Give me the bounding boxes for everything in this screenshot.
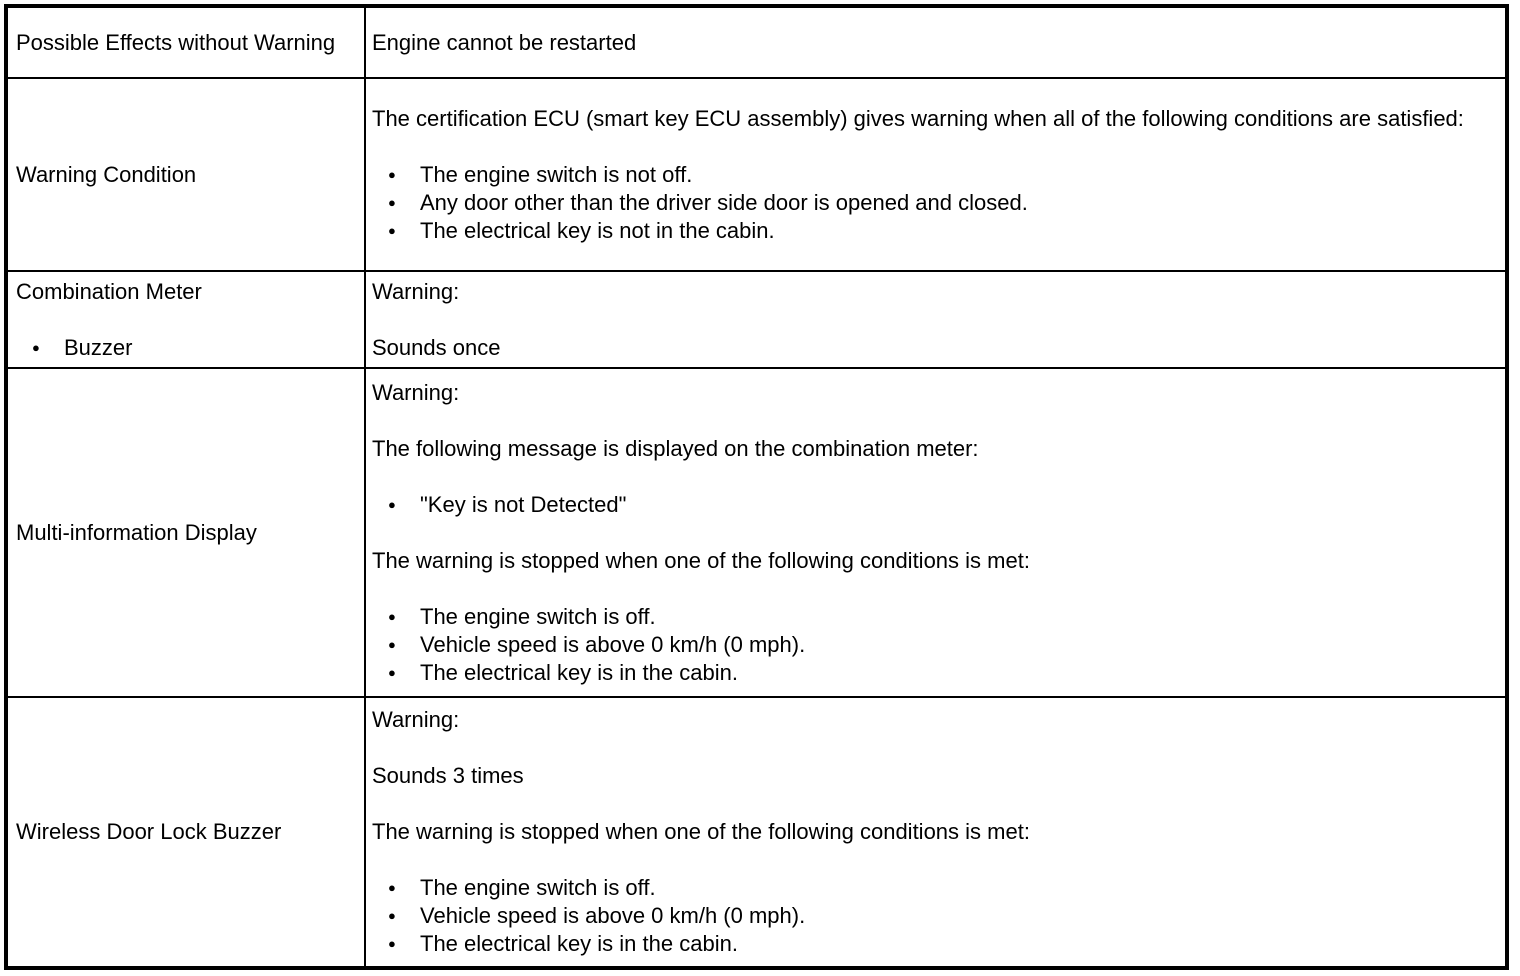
bullet-icon: ● <box>32 339 40 355</box>
paragraph: The following message is displayed on th… <box>372 435 979 461</box>
bullet-icon: ● <box>388 908 396 923</box>
row-label-cell: Combination Meter ● Buzzer <box>8 272 366 367</box>
table-row: Combination Meter ● Buzzer Warning: Soun… <box>8 270 1505 367</box>
row-label: Warning Condition <box>16 161 197 187</box>
bullet-text: Buzzer <box>64 334 133 360</box>
bullet-item: ● The engine switch is off. <box>372 874 1497 902</box>
bullet-item: ● The engine switch is not off. <box>372 161 1497 189</box>
paragraph: Warning: <box>372 707 460 732</box>
bullet-text: Vehicle speed is above 0 km/h (0 mph). <box>420 903 806 928</box>
bullet-icon: ● <box>388 194 396 210</box>
bullet-icon: ● <box>388 936 396 951</box>
bullet-icon: ● <box>388 636 396 652</box>
bullet-text: The electrical key is in the cabin. <box>420 931 738 956</box>
paragraph: Sounds 3 times <box>372 763 524 788</box>
bullet-icon: ● <box>388 222 396 238</box>
table-row: Multi-information Display Warning: The f… <box>8 367 1505 696</box>
bullet-item: ● The electrical key is in the cabin. <box>372 930 1497 958</box>
paragraph: The certification ECU (smart key ECU ass… <box>372 105 1464 131</box>
row-content-cell: Warning: Sounds once <box>366 272 1505 367</box>
bullet-item: ● The electrical key is in the cabin. <box>372 659 1497 687</box>
row-label: Wireless Door Lock Buzzer <box>16 819 282 844</box>
bullet-list: ● "Key is not Detected" <box>372 491 1497 519</box>
row-label-cell: Possible Effects without Warning <box>8 8 366 77</box>
paragraph: Engine cannot be restarted <box>372 29 637 55</box>
bullet-item: ● The electrical key is not in the cabin… <box>372 217 1497 245</box>
bullet-item: ● Vehicle speed is above 0 km/h (0 mph). <box>372 631 1497 659</box>
bullet-list: ● The engine switch is not off. ● Any do… <box>372 161 1497 245</box>
paragraph: The warning is stopped when one of the f… <box>372 819 1030 844</box>
warning-spec-table: Possible Effects without Warning Engine … <box>4 4 1509 970</box>
row-label: Multi-information Display <box>16 519 257 545</box>
table-row: Warning Condition The certification ECU … <box>8 77 1505 270</box>
paragraph: Sounds once <box>372 334 501 360</box>
bullet-icon: ● <box>388 496 396 512</box>
row-content-cell: Engine cannot be restarted <box>366 8 1505 77</box>
bullet-item: ● Buzzer <box>16 334 358 362</box>
row-label-cell: Warning Condition <box>8 79 366 270</box>
bullet-text: "Key is not Detected" <box>420 491 627 517</box>
bullet-icon: ● <box>388 166 396 182</box>
bullet-text: The engine switch is off. <box>420 603 656 629</box>
bullet-text: The engine switch is not off. <box>420 161 693 187</box>
bullet-item: ● The engine switch is off. <box>372 603 1497 631</box>
bullet-icon: ● <box>388 664 396 680</box>
bullet-item: ● Any door other than the driver side do… <box>372 189 1497 217</box>
bullet-text: The electrical key is not in the cabin. <box>420 217 775 243</box>
bullet-list: ● The engine switch is off. ● Vehicle sp… <box>372 603 1497 687</box>
bullet-text: Vehicle speed is above 0 km/h (0 mph). <box>420 631 806 657</box>
row-label-cell: Multi-information Display <box>8 369 366 696</box>
bullet-icon: ● <box>388 880 396 895</box>
table-row: Wireless Door Lock Buzzer Warning: Sound… <box>8 696 1505 966</box>
table-row: Possible Effects without Warning Engine … <box>8 8 1505 77</box>
paragraph: Warning: <box>372 278 460 304</box>
row-content-cell: The certification ECU (smart key ECU ass… <box>366 79 1505 270</box>
row-content-cell: Warning: The following message is displa… <box>366 369 1505 696</box>
bullet-item: ● "Key is not Detected" <box>372 491 1497 519</box>
bullet-text: The engine switch is off. <box>420 875 656 900</box>
bullet-icon: ● <box>388 608 396 624</box>
paragraph: The warning is stopped when one of the f… <box>372 547 1030 573</box>
bullet-list: ● Buzzer <box>16 334 358 362</box>
row-label-cell: Wireless Door Lock Buzzer <box>8 698 366 966</box>
row-label: Possible Effects without Warning <box>16 29 336 55</box>
bullet-list: ● The engine switch is off. ● Vehicle sp… <box>372 874 1497 958</box>
bullet-text: Any door other than the driver side door… <box>420 189 1028 215</box>
paragraph: Warning: <box>372 379 460 405</box>
row-content-cell: Warning: Sounds 3 times The warning is s… <box>366 698 1505 966</box>
bullet-text: The electrical key is in the cabin. <box>420 659 738 685</box>
bullet-item: ● Vehicle speed is above 0 km/h (0 mph). <box>372 902 1497 930</box>
row-label: Combination Meter <box>16 278 202 304</box>
